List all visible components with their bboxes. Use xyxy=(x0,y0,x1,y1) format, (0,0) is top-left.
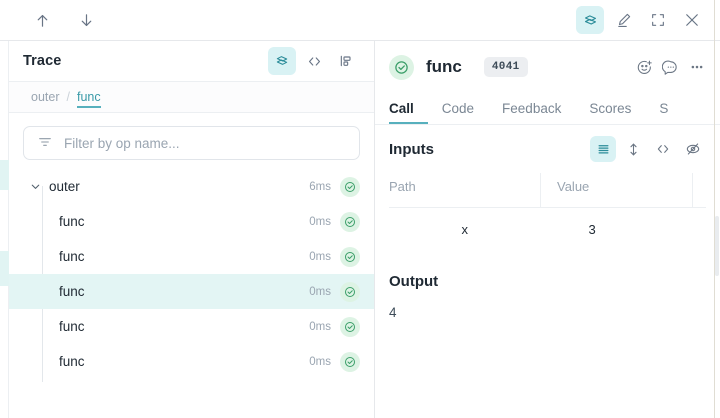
page-title: func xyxy=(426,57,462,76)
toolbar-nav-group xyxy=(0,6,100,34)
call-detail-header: func 4041 xyxy=(375,41,720,93)
tree-row-func-1[interactable]: func 0ms xyxy=(9,204,374,239)
tree-row-duration: 0ms xyxy=(309,285,331,298)
column-header-spacer xyxy=(691,173,706,208)
breadcrumb: outer / func xyxy=(9,82,374,113)
breadcrumb-item-outer[interactable]: outer xyxy=(31,90,60,104)
tree-row-duration: 0ms xyxy=(309,250,331,263)
filter-container: Filter by op name... xyxy=(9,113,374,169)
tree-row-duration: 0ms xyxy=(309,320,331,333)
tab-summary-truncated[interactable]: S xyxy=(659,101,669,116)
detail-scrollbar[interactable] xyxy=(715,216,719,276)
main-split: Trace outer / func xyxy=(0,41,720,418)
inputs-title: Inputs xyxy=(389,140,434,158)
trace-panel-header: Trace xyxy=(9,41,374,82)
tab-call[interactable]: Call xyxy=(389,101,428,124)
filter-input-wrapper[interactable]: Filter by op name... xyxy=(23,126,360,160)
column-header-path: Path xyxy=(389,173,541,208)
tab-feedback[interactable]: Feedback xyxy=(502,101,562,116)
tab-code[interactable]: Code xyxy=(441,101,475,116)
tree-row-func-4[interactable]: func 0ms xyxy=(9,309,374,344)
tree-row-label: func xyxy=(59,214,85,229)
top-toolbar xyxy=(0,0,720,41)
tree-row-func-5[interactable]: func 0ms xyxy=(9,344,374,379)
trace-tree: outer 6ms func 0ms func 0ms xyxy=(9,169,374,418)
status-success-icon xyxy=(340,351,360,372)
code-brackets-icon[interactable] xyxy=(300,47,328,75)
expand-fullscreen-icon[interactable] xyxy=(644,6,672,34)
eye-off-icon[interactable] xyxy=(680,136,706,162)
table-row[interactable]: x 3 xyxy=(389,208,706,252)
highlighter-pen-icon[interactable] xyxy=(610,6,638,34)
tree-row-label: func xyxy=(59,249,85,264)
arrow-down-icon[interactable] xyxy=(72,6,100,34)
trace-panel-title: Trace xyxy=(23,53,62,69)
comment-bubble-icon[interactable] xyxy=(662,59,679,76)
cell-spacer xyxy=(692,208,706,252)
inputs-table-body: x 3 xyxy=(389,208,706,252)
left-rail-highlight xyxy=(0,160,9,190)
call-detail-actions xyxy=(636,58,706,76)
cell-value: 3 xyxy=(588,222,596,237)
toolbar-actions-group xyxy=(576,6,720,34)
tree-row-func-3[interactable]: func 0ms xyxy=(9,274,374,309)
inputs-table: Path Value x 3 xyxy=(389,173,706,251)
tab-scores[interactable]: Scores xyxy=(589,101,632,116)
layers-icon[interactable] xyxy=(576,6,604,34)
list-view-icon[interactable] xyxy=(590,136,616,162)
tree-row-func-2[interactable]: func 0ms xyxy=(9,239,374,274)
more-horizontal-icon[interactable] xyxy=(688,58,706,76)
inputs-section-header: Inputs xyxy=(389,125,706,173)
left-rail xyxy=(0,41,9,418)
expand-vertical-icon[interactable] xyxy=(620,136,646,162)
status-success-icon xyxy=(340,176,360,197)
call-detail-tabs: Call Code Feedback Scores S xyxy=(375,93,720,125)
trace-view-toggle-group xyxy=(268,47,360,75)
call-detail-body: Inputs xyxy=(375,125,720,418)
call-detail-panel: func 4041 Call Code Feedback xyxy=(375,41,720,418)
tree-row-label: func xyxy=(59,284,85,299)
cell-path: x xyxy=(461,222,469,237)
left-rail-selected-marker xyxy=(0,251,9,286)
gantt-chart-icon[interactable] xyxy=(332,47,360,75)
status-success-icon xyxy=(340,316,360,337)
code-brackets-icon[interactable] xyxy=(650,136,676,162)
tree-row-duration: 0ms xyxy=(309,215,331,228)
trace-panel: Trace outer / func xyxy=(9,41,375,418)
inputs-view-toggle-group xyxy=(590,136,706,162)
close-x-icon[interactable] xyxy=(678,6,706,34)
tree-row-label: func xyxy=(59,354,85,369)
call-id-badge[interactable]: 4041 xyxy=(483,57,528,77)
output-value: 4 xyxy=(389,305,397,320)
window-right-border xyxy=(714,0,715,418)
status-success-icon xyxy=(340,246,360,267)
tree-row-duration: 6ms xyxy=(309,180,331,193)
chevron-down-icon[interactable] xyxy=(27,180,43,193)
status-success-icon xyxy=(389,54,414,80)
status-success-icon xyxy=(340,211,360,232)
tree-row-outer[interactable]: outer 6ms xyxy=(9,169,374,204)
breadcrumb-separator: / xyxy=(66,90,70,104)
tree-row-duration: 0ms xyxy=(309,355,331,368)
table-header-row: Path Value xyxy=(389,173,706,208)
tree-row-label: func xyxy=(59,319,85,334)
column-header-value: Value xyxy=(540,173,692,208)
breadcrumb-item-func[interactable]: func xyxy=(76,90,101,108)
filter-icon xyxy=(37,134,53,153)
layers-icon[interactable] xyxy=(268,47,296,75)
arrow-up-icon[interactable] xyxy=(28,6,56,34)
inputs-table-head: Path Value xyxy=(389,173,706,208)
status-success-icon xyxy=(340,281,360,302)
tree-row-label: outer xyxy=(49,179,80,194)
filter-input-placeholder: Filter by op name... xyxy=(64,135,180,151)
output-title: Output xyxy=(389,273,439,290)
emoji-add-icon[interactable] xyxy=(636,59,653,76)
